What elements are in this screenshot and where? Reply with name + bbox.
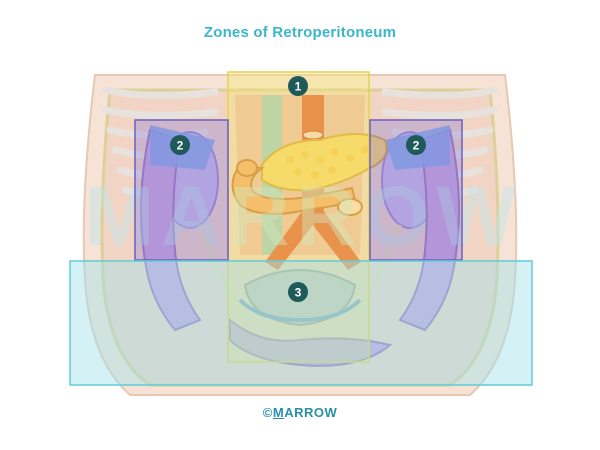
zone-2-left-label: 2 xyxy=(177,139,184,153)
marrow-logo: ©MARROW xyxy=(0,405,600,420)
diagram-title: Zones of Retroperitoneum xyxy=(203,24,397,41)
copyright-symbol: © xyxy=(262,405,273,420)
ascending-colon-right xyxy=(398,128,460,332)
zone-3-region xyxy=(69,260,533,386)
zone-1-badge: 1 xyxy=(288,76,308,96)
duodenum-left-opening xyxy=(236,159,258,177)
pancreas-texture xyxy=(286,146,369,179)
zone-3-label: 3 xyxy=(295,286,302,300)
zone-2-right-label: 2 xyxy=(413,139,420,153)
zone-2-right-badge: 2 xyxy=(406,135,426,155)
duodenum xyxy=(231,163,357,215)
zone-2-left-badge: 2 xyxy=(170,135,190,155)
zone-3-badge: 3 xyxy=(288,282,308,302)
aorta-lumen xyxy=(302,130,324,140)
descending-colon-left xyxy=(140,128,202,332)
pancreas xyxy=(261,133,388,192)
right-ureter xyxy=(353,224,402,322)
sigmoid-colon xyxy=(229,317,393,367)
jejunum-opening xyxy=(337,198,363,216)
logo-first-letter: M xyxy=(272,405,285,420)
zone-1-region xyxy=(227,71,370,363)
logo-rest: ARROW xyxy=(284,405,338,420)
zone-1-label: 1 xyxy=(295,80,302,94)
watermark-text: M A R R O W xyxy=(84,169,516,263)
pelvic-vessels xyxy=(238,298,362,323)
iliac-arteries xyxy=(265,210,361,270)
left-ureter xyxy=(198,224,247,322)
